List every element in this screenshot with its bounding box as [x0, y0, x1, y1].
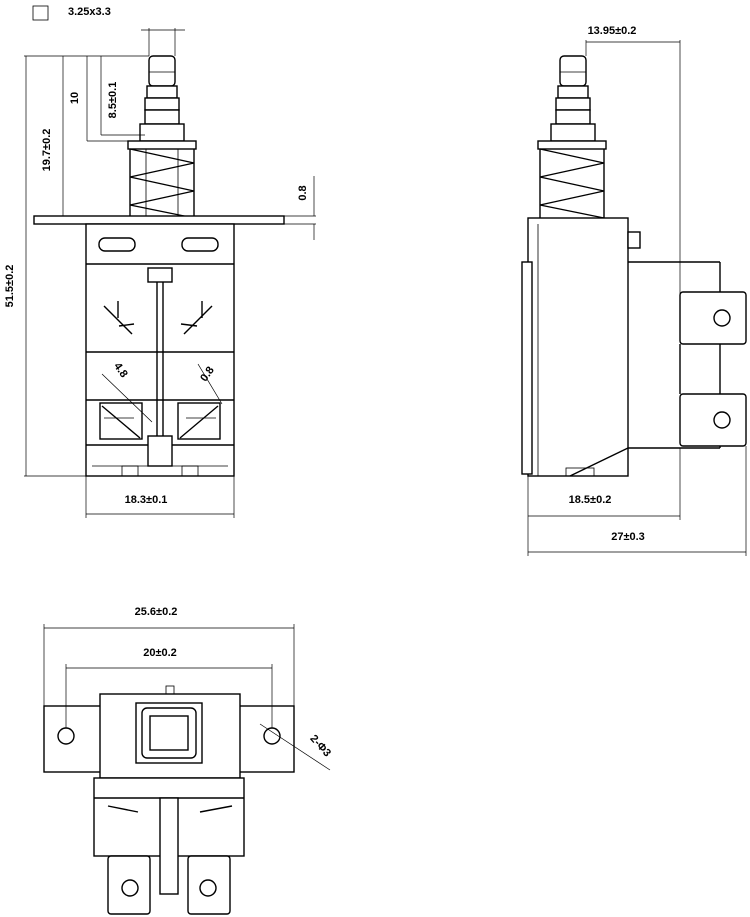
- front-button: [127, 55, 197, 150]
- side-button: [537, 55, 607, 150]
- bottom-terminal-right: [187, 855, 231, 915]
- side-dimensions: 13.95±0.2 18.5±0.2 27±0.3: [527, 25, 747, 556]
- dim-front-upper-height: 19.7±0.2: [41, 129, 53, 172]
- dim-side-body: 18.5±0.2: [569, 494, 612, 506]
- dim-bottom-outer: 25.6±0.2: [135, 606, 178, 618]
- dim-front-button: 8.5±0.1: [107, 82, 119, 119]
- dim-side-total: 27±0.3: [611, 531, 645, 543]
- dim-side-top: 13.95±0.2: [588, 25, 637, 37]
- legend-label: 3.25x3.3: [68, 6, 111, 18]
- side-body: [521, 217, 747, 477]
- front-spring: [129, 148, 195, 219]
- legend-square-marker: [32, 5, 49, 21]
- side-spring: [539, 148, 605, 219]
- bottom-terminal-left: [107, 855, 151, 915]
- bottom-view: 25.6±0.2 20±0.2 2-Φ3: [43, 606, 333, 915]
- dim-front-plate: 0.8: [297, 185, 309, 200]
- front-view: 51.5±0.2 19.7±0.2 10 8.5±0.1 0.8: [4, 28, 316, 518]
- bottom-button: [135, 702, 203, 764]
- front-body: [85, 223, 235, 477]
- bottom-dimensions: 25.6±0.2 20±0.2 2-Φ3: [43, 606, 333, 771]
- dim-front-total-height: 51.5±0.2: [4, 265, 16, 308]
- bottom-body: [93, 777, 245, 915]
- dim-bottom-hole-diameter: 2-Φ3: [307, 733, 333, 760]
- front-mounting-plate: [33, 215, 285, 225]
- side-view: 13.95±0.2 18.5±0.2 27±0.3: [521, 25, 747, 556]
- dim-bottom-holes: 20±0.2: [143, 647, 177, 659]
- legend: 3.25x3.3: [32, 5, 111, 21]
- dim-front-width: 18.3±0.1: [125, 494, 168, 506]
- dim-front-stroke: 10: [69, 92, 81, 104]
